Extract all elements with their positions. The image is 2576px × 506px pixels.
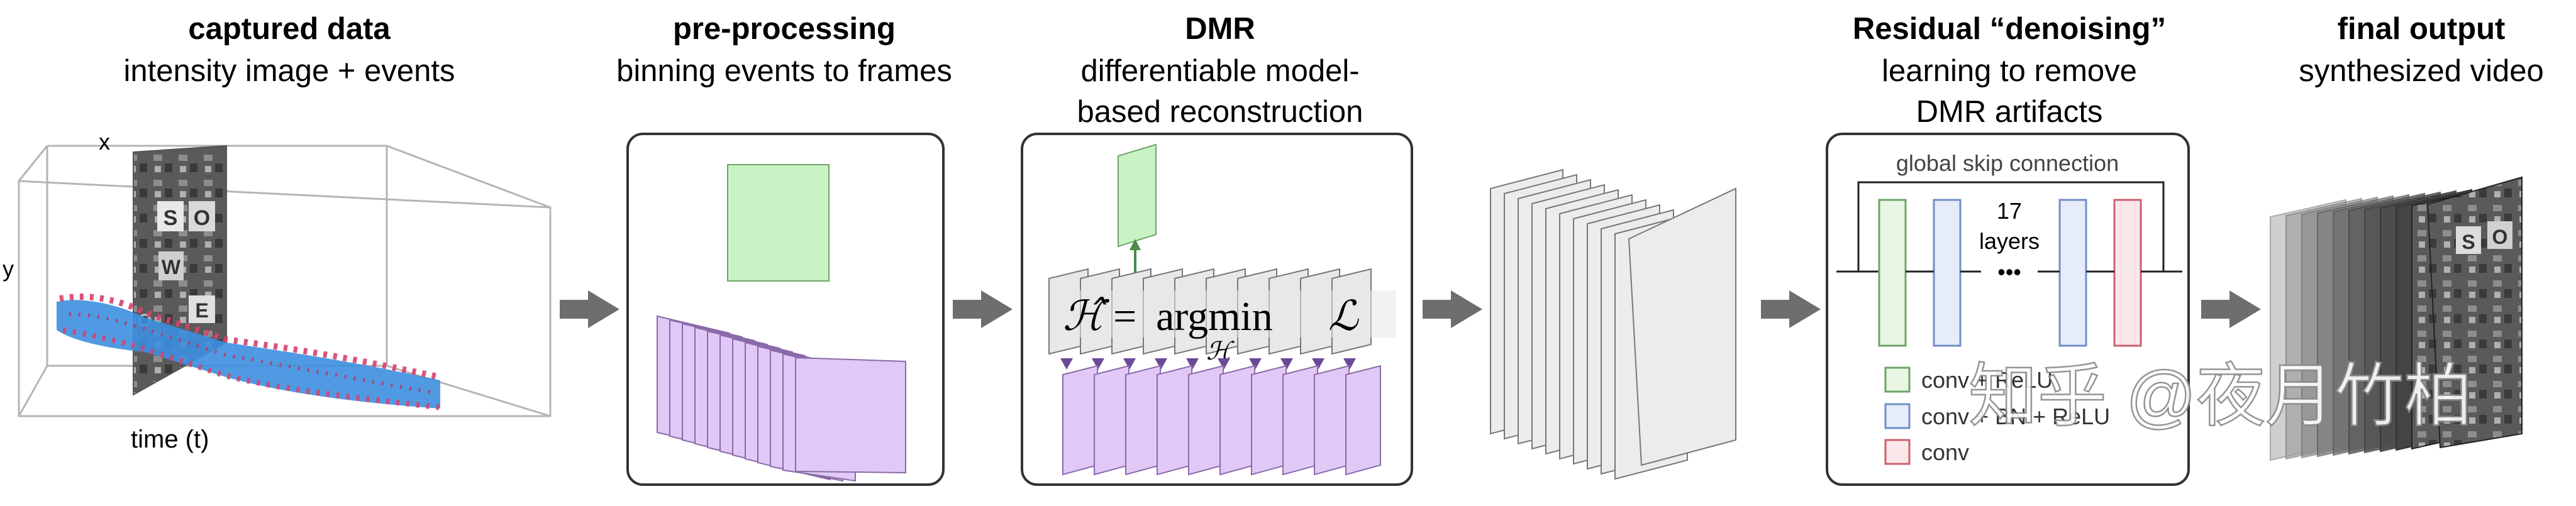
eq-equals: = xyxy=(1113,294,1136,339)
dmr-panel: ℋ̂ = argmin ℒ ℋ xyxy=(1021,133,1413,486)
eq-argmin: argmin xyxy=(1156,294,1273,339)
dmr-down-arrows xyxy=(1060,358,1356,370)
axis-x-label: x xyxy=(99,129,110,155)
captured-data-volume: S O W E O x y time (t) xyxy=(3,129,552,453)
scene-letter-1: S xyxy=(164,206,178,230)
stage-sub-captured: intensity image + events xyxy=(123,54,455,88)
scene-letter-3: W xyxy=(162,256,181,278)
scene-letter-2: O xyxy=(194,206,210,230)
arrow-3 xyxy=(1423,290,1482,328)
eq-lhs: ℋ̂ xyxy=(1063,294,1110,339)
legend-label-conv-bn-relu: conv + BN + ReLU xyxy=(1921,404,2110,429)
legend-swatch-conv-bn-relu xyxy=(1884,403,1911,429)
stage-sub-preprocessing: binning events to frames xyxy=(616,54,952,88)
event-cloud xyxy=(57,294,441,410)
output-video-stack: S O xyxy=(2270,176,2523,461)
stage-title-captured: captured data xyxy=(188,12,391,46)
skip-connection-label: global skip connection xyxy=(1896,150,2119,176)
stage-title-denoising: Residual “denoising” xyxy=(1853,12,2166,46)
intensity-frame xyxy=(727,164,830,282)
arrow-5 xyxy=(2201,290,2261,328)
eq-loss: ℒ xyxy=(1328,294,1359,339)
stage-title-output: final output xyxy=(2338,12,2506,46)
dmr-equation: ℋ̂ = argmin ℒ ℋ xyxy=(1052,290,1396,365)
dmr-event-frames xyxy=(1062,365,1381,476)
arrow-1 xyxy=(560,290,619,328)
preprocessing-panel xyxy=(626,133,945,486)
event-frames-stack xyxy=(657,315,906,482)
dmr-output-stack xyxy=(1490,168,1736,480)
arrow-2 xyxy=(953,290,1013,328)
layer-count: 17 xyxy=(1997,198,2022,224)
dmr-intensity-frame xyxy=(1118,143,1157,248)
stage-sub-denoising-1: learning to remove xyxy=(1882,54,2137,88)
output-scene-letter-2: O xyxy=(2492,226,2508,248)
network-panel: global skip connection 17 layers ••• con… xyxy=(1826,133,2190,486)
watermark: 知乎 @夜月竹柏 xyxy=(1968,358,2473,435)
layer-dots: ••• xyxy=(1997,259,2021,285)
stage-title-preprocessing: pre-processing xyxy=(673,12,896,46)
network-legend: conv + ReLU conv + BN + ReLU conv xyxy=(1884,366,2110,465)
layer-conv-relu xyxy=(1878,199,1907,347)
legend-swatch-conv xyxy=(1884,439,1911,465)
layer-count-word: layers xyxy=(1979,228,2040,254)
stage-titles: captured data intensity image + events p… xyxy=(123,12,2543,129)
scene-letter-4: E xyxy=(195,299,208,322)
stage-sub-output: synthesized video xyxy=(2299,54,2544,88)
skip-connection-line xyxy=(1857,181,2165,272)
layer-conv xyxy=(2113,199,2142,347)
axis-y-label: y xyxy=(3,256,14,282)
stage-sub-denoising-2: DMR artifacts xyxy=(1916,95,2103,129)
axis-time-label: time (t) xyxy=(131,426,209,453)
legend-label-conv-relu: conv + ReLU xyxy=(1921,367,2053,393)
flow-arrows xyxy=(560,290,2261,328)
layer-conv-bn-relu-2 xyxy=(2058,199,2087,347)
stage-sub-dmr-2: based reconstruction xyxy=(1077,95,1363,129)
legend-label-conv: conv xyxy=(1921,439,1969,465)
stage-title-dmr: DMR xyxy=(1185,12,1255,46)
arrow-4 xyxy=(1761,290,1821,328)
layer-conv-bn-relu-1 xyxy=(1933,199,1962,347)
stage-sub-dmr-1: differentiable model- xyxy=(1080,54,1359,88)
output-scene-letter-1: S xyxy=(2462,231,2475,253)
legend-swatch-conv-relu xyxy=(1884,366,1911,393)
